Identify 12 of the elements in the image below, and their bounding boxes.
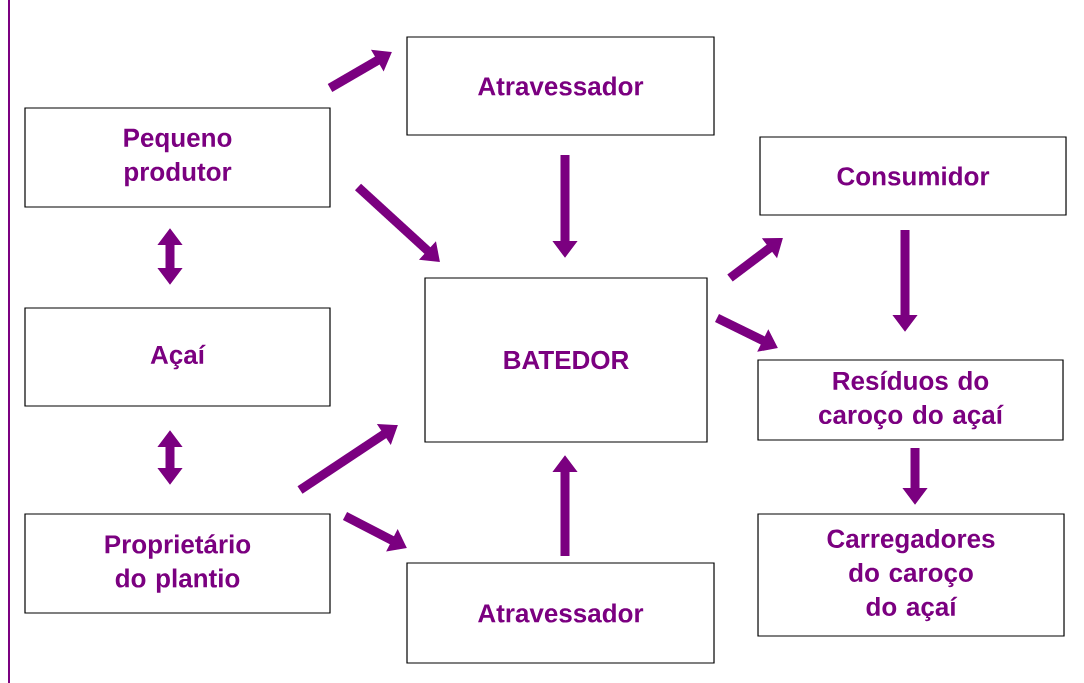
arrow bbox=[297, 423, 398, 494]
process-box: Pequeno produtor bbox=[24, 107, 331, 208]
process-box: BATEDOR bbox=[424, 277, 708, 443]
process-box: Resíduos do caroço do açaí bbox=[757, 359, 1064, 441]
arrow bbox=[354, 183, 440, 262]
process-box: Atravessador bbox=[406, 562, 715, 664]
arrow bbox=[727, 238, 783, 282]
process-box: Açaí bbox=[24, 307, 331, 407]
process-box: Atravessador bbox=[406, 36, 715, 136]
process-box: Proprietário do plantio bbox=[24, 513, 331, 614]
process-box: Consumidor bbox=[759, 136, 1067, 216]
process-box: Carregadores do caroço do açaí bbox=[757, 513, 1065, 637]
